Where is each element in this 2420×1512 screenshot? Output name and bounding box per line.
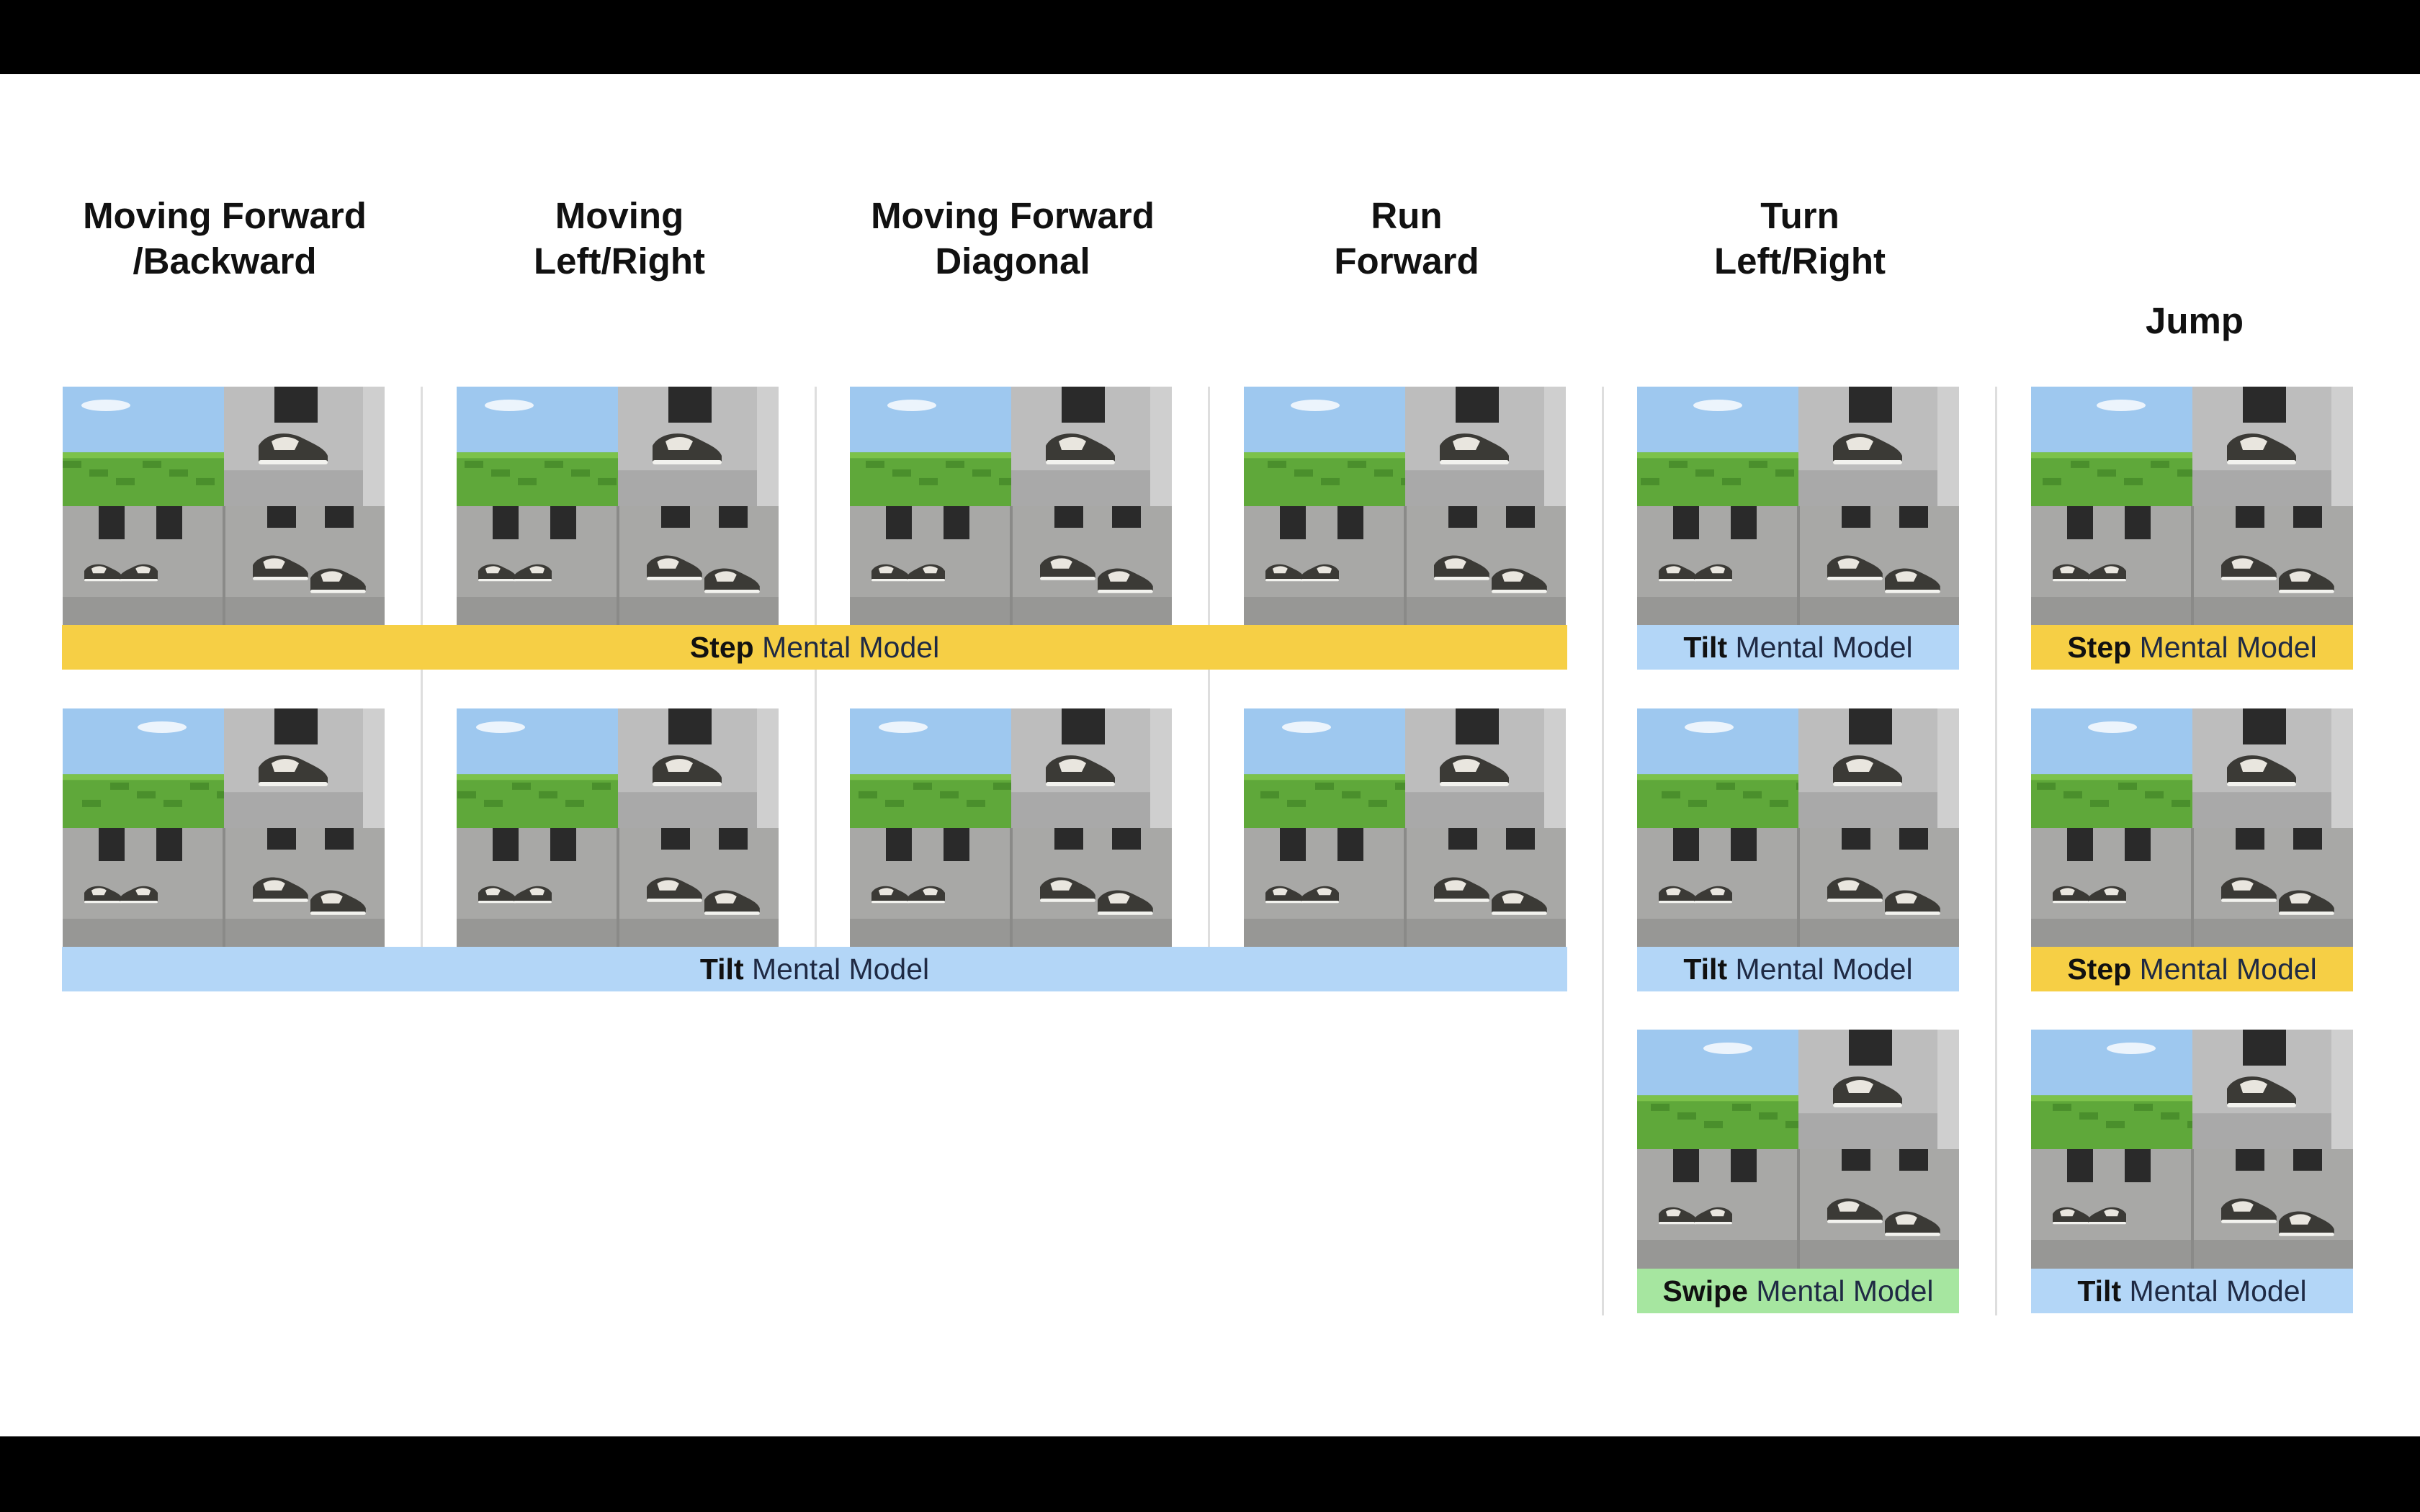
- column-title-turn-left-right: Turn Left/Right: [1714, 195, 1886, 282]
- frame-illustration: [2031, 387, 2353, 626]
- demo-frame-turn-swipe: [1637, 1030, 1959, 1269]
- frame-illustration: [1637, 387, 1959, 626]
- tilt-mental-model-band: Tilt Mental Model: [62, 947, 1567, 991]
- demo-frame-forward-backward-tilt: [63, 708, 385, 948]
- frame-illustration: [2031, 1030, 2353, 1269]
- tilt-mental-model-band: Tilt Mental Model: [1637, 625, 1959, 670]
- frame-illustration: [63, 387, 385, 626]
- step-mental-model-band: Step Mental Model: [2031, 947, 2353, 991]
- column-title-moving-forward-diagonal: Moving Forward Diagonal: [871, 195, 1155, 282]
- step-mental-model-band: Step Mental Model: [62, 625, 1567, 670]
- frame-illustration: [1637, 1030, 1959, 1269]
- column-title-run-forward: Run Forward: [1334, 195, 1479, 282]
- demo-frame-forward-backward-step: [63, 387, 385, 626]
- demo-frame-jump-step-1: [2031, 387, 2353, 626]
- demo-frame-run-tilt: [1244, 708, 1566, 948]
- demo-frame-jump-step-2: [2031, 708, 2353, 948]
- demo-frame-diagonal-step: [850, 387, 1172, 626]
- demo-frame-left-right-tilt: [457, 708, 779, 948]
- slide: [0, 74, 2420, 1436]
- frame-illustration: [63, 708, 385, 948]
- demo-frame-jump-tilt: [2031, 1030, 2353, 1269]
- frame-illustration: [457, 708, 779, 948]
- demo-frame-diagonal-tilt: [850, 708, 1172, 948]
- frame-illustration: [1244, 387, 1566, 626]
- column-divider: [1995, 387, 1997, 1315]
- bottom-letterbox: [0, 1436, 2420, 1512]
- frame-illustration: [850, 387, 1172, 626]
- tilt-mental-model-band: Tilt Mental Model: [2031, 1269, 2353, 1313]
- demo-frame-turn-tilt-1: [1637, 387, 1959, 626]
- top-letterbox: [0, 0, 2420, 74]
- column-title-moving-left-right: Moving Left/Right: [534, 195, 705, 282]
- frame-illustration: [457, 387, 779, 626]
- column-title-moving-forward-backward: Moving Forward /Backward: [83, 195, 367, 282]
- column-divider: [1602, 387, 1604, 1315]
- swipe-mental-model-band: Swipe Mental Model: [1637, 1269, 1959, 1313]
- frame-illustration: [850, 708, 1172, 948]
- frame-illustration: [1244, 708, 1566, 948]
- frame-illustration: [1637, 708, 1959, 948]
- demo-frame-turn-tilt-2: [1637, 708, 1959, 948]
- tilt-mental-model-band: Tilt Mental Model: [1637, 947, 1959, 991]
- frame-illustration: [2031, 708, 2353, 948]
- demo-frame-run-step: [1244, 387, 1566, 626]
- step-mental-model-band: Step Mental Model: [2031, 625, 2353, 670]
- demo-frame-left-right-step: [457, 387, 779, 626]
- column-title-jump: Jump: [2145, 300, 2244, 341]
